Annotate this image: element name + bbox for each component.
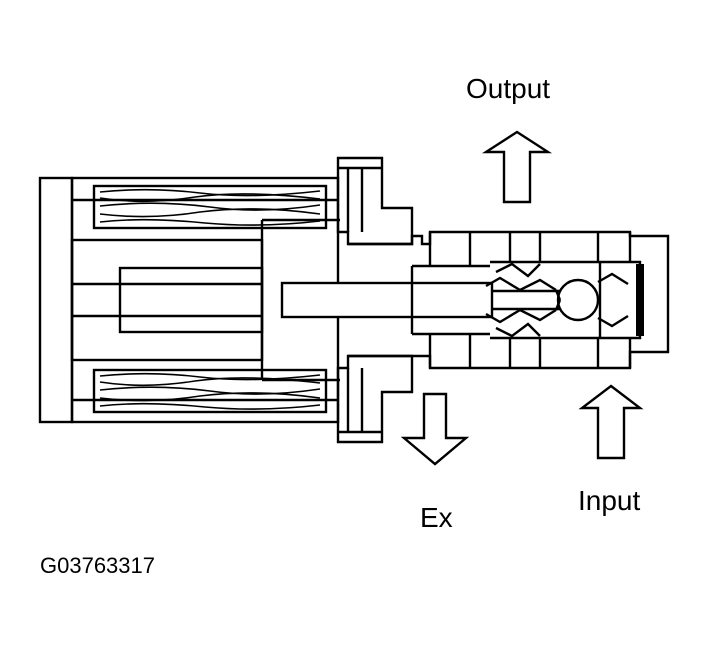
output-arrow [481,130,553,204]
input-label: Input [578,485,640,516]
exhaust-label: Ex [420,502,453,533]
valve-body [348,230,670,370]
exhaust-arrow [400,392,470,466]
output-label: Output [466,73,550,104]
figure-id: G03763317 [40,553,155,578]
valve-ball-seat [485,262,629,338]
input-arrow [578,384,644,460]
upper-coil [92,184,328,230]
armature-core [70,218,340,382]
lower-coil [92,368,328,414]
plunger-rod [280,281,560,319]
